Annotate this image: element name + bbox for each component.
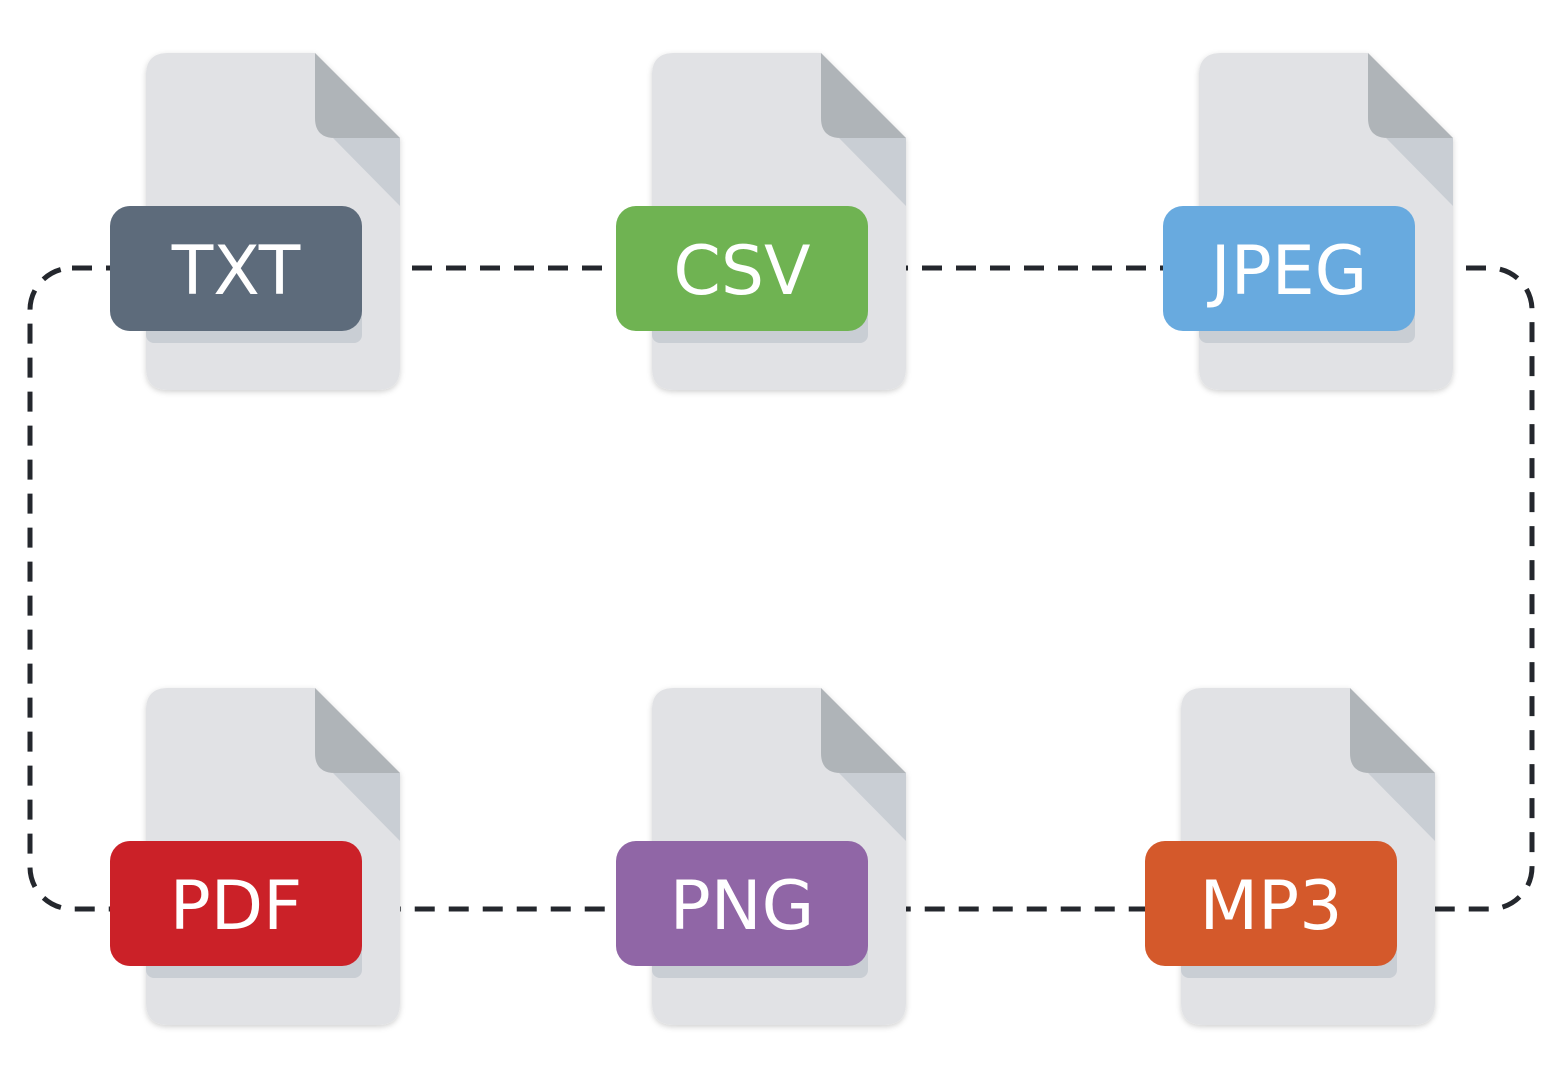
fold-shadow	[333, 773, 400, 841]
fold-shadow	[1386, 138, 1453, 206]
page-corner-fold	[821, 53, 906, 138]
format-label: PNG	[670, 867, 815, 946]
file-icon-pdf: PDF	[110, 688, 400, 1025]
file-icon-txt: TXT	[110, 53, 400, 390]
format-badge	[1163, 206, 1415, 331]
format-badge	[616, 841, 868, 966]
format-badge	[616, 206, 868, 331]
format-badge	[110, 841, 362, 966]
file-icon-mp3: MP3	[1145, 688, 1435, 1025]
page-corner-fold	[315, 688, 400, 773]
format-label: PDF	[170, 867, 302, 946]
format-badge	[1145, 841, 1397, 966]
format-label: CSV	[673, 232, 810, 311]
file-icon-png: PNG	[616, 688, 906, 1025]
page-corner-fold	[821, 688, 906, 773]
format-label: JPEG	[1207, 232, 1368, 311]
page-corner-fold	[1368, 53, 1453, 138]
fold-shadow	[839, 773, 906, 841]
format-label: TXT	[171, 232, 301, 311]
format-badge	[110, 206, 362, 331]
file-icon-jpeg: JPEG	[1163, 53, 1453, 390]
format-label: MP3	[1200, 867, 1343, 946]
page-corner-fold	[1350, 688, 1435, 773]
fold-shadow	[839, 138, 906, 206]
fold-shadow	[333, 138, 400, 206]
page-corner-fold	[315, 53, 400, 138]
fold-shadow	[1368, 773, 1435, 841]
file-icon-csv: CSV	[616, 53, 906, 390]
